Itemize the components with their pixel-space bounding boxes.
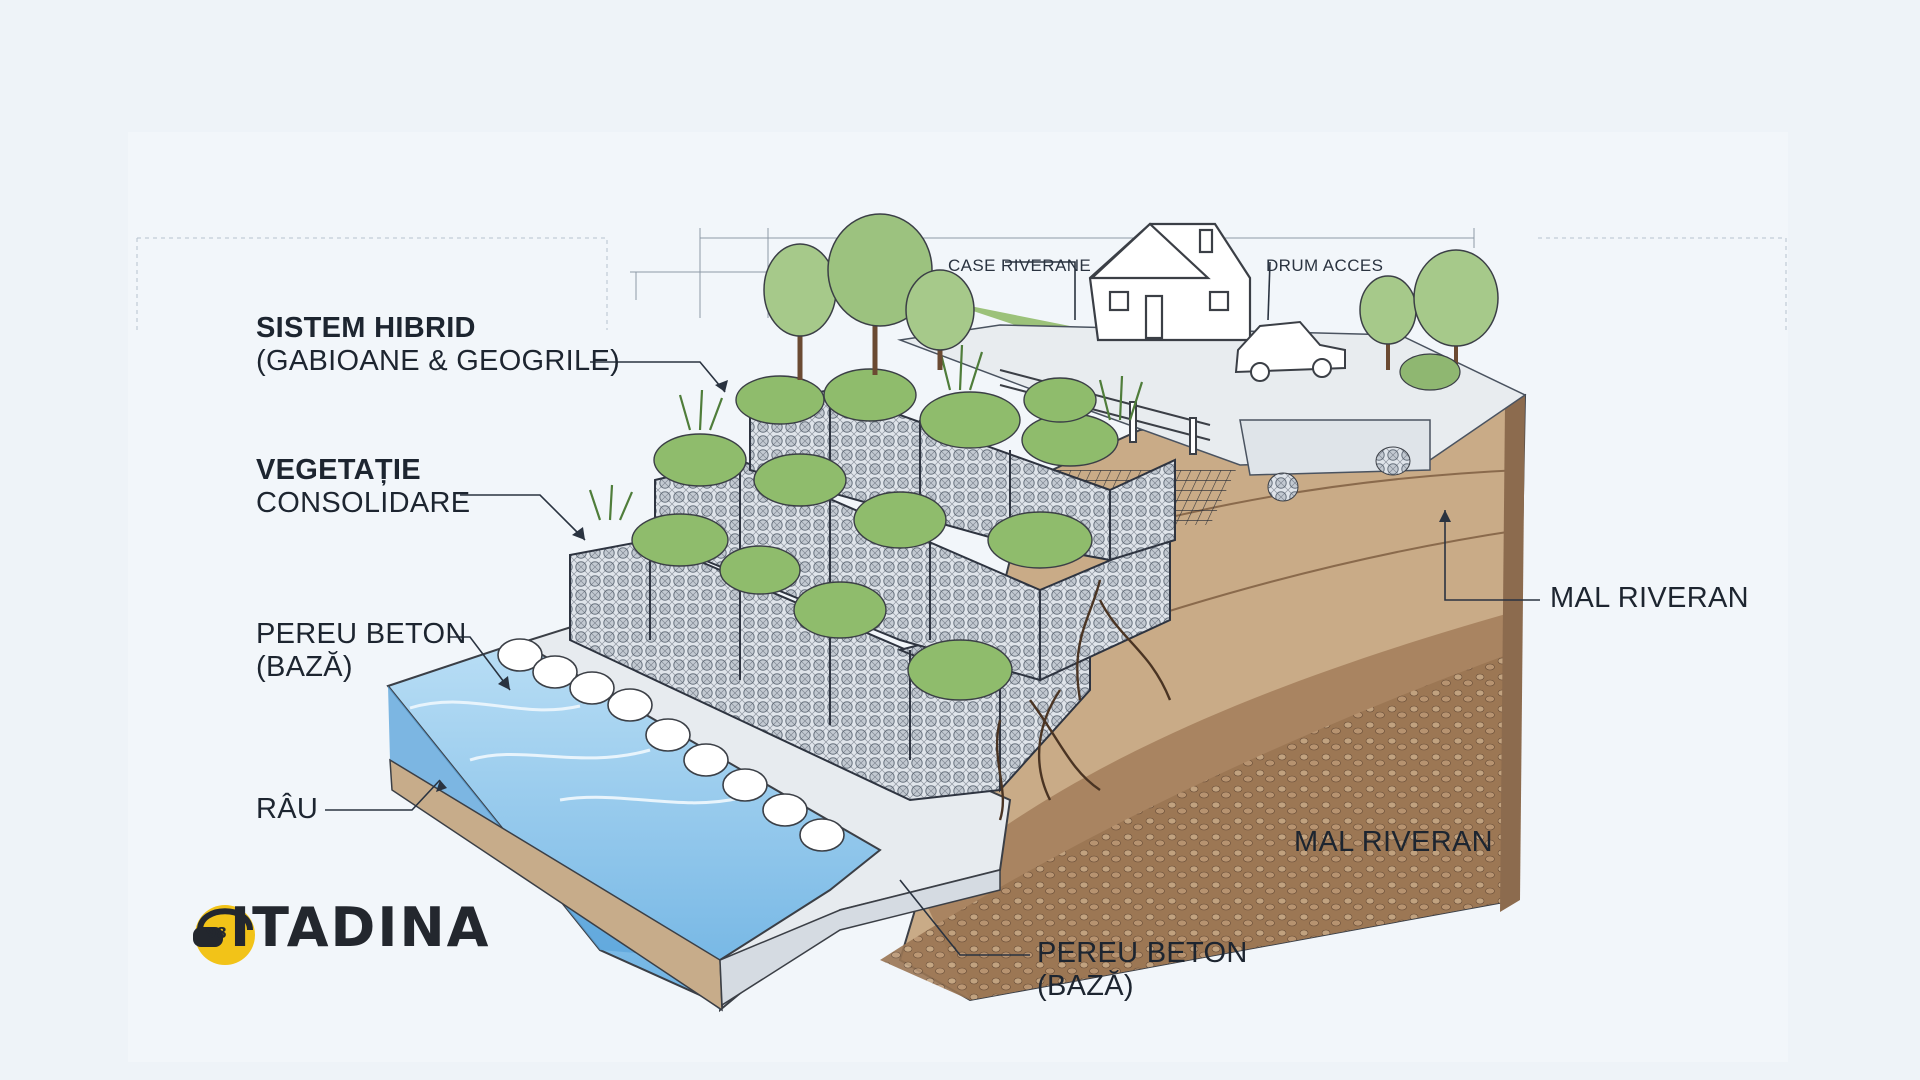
callout-arrows — [436, 380, 1451, 792]
wall-left-line1: PEREU BETON — [256, 618, 467, 650]
bank-right-text: MAL RIVERAN — [1550, 582, 1749, 614]
gabion-under-road-1 — [1267, 472, 1299, 502]
callout-lines — [325, 261, 1540, 956]
car — [1234, 320, 1346, 382]
label-concrete-wall-left: PEREU BETON (BAZĂ) — [256, 618, 467, 684]
base-slab-front — [719, 869, 1001, 1007]
logo-badge-number: 98 — [206, 924, 227, 942]
logo-badge — [193, 905, 255, 965]
roots — [995, 579, 1172, 821]
vegetation-title: VEGETAȚIE — [256, 454, 421, 486]
river-text: RÂU — [256, 793, 319, 825]
label-river: RÂU — [256, 793, 318, 826]
vegetation-subtitle: CONSOLIDARE — [256, 487, 471, 519]
label-bank-right: MAL RIVERAN — [1550, 582, 1749, 615]
vegetation — [631, 368, 1119, 701]
guide-lines — [136, 237, 1787, 330]
house — [1088, 222, 1252, 342]
grass-blades — [588, 344, 1144, 521]
riprap-boulders — [497, 638, 845, 852]
wall-bottom-line2: (BAZĂ) — [1037, 970, 1134, 1002]
label-concrete-wall-bottom: PEREU BETON (BAZĂ) — [1037, 937, 1248, 1003]
hybrid-title: SISTEM HIBRID — [256, 312, 476, 344]
label-hybrid-system: SISTEM HIBRID (GABIOANE & GEOGRILE) — [256, 312, 620, 378]
logo-wordmark: ITADINA — [230, 896, 491, 959]
bank-bottom-text: MAL RIVERAN — [1294, 826, 1493, 858]
label-houses: CASE RIVERANE — [948, 256, 1092, 275]
gabion-under-road-2 — [1375, 446, 1411, 476]
wall-left-line2: (BAZĂ) — [256, 651, 353, 683]
label-road: DRUM ACCES — [1266, 256, 1384, 275]
trees-right — [1359, 249, 1499, 391]
label-bank-bottom: MAL RIVERAN — [1294, 826, 1493, 859]
soil-layer-pebbles — [880, 650, 1520, 1000]
water-waves — [409, 700, 741, 805]
soil-right-face — [1500, 395, 1525, 912]
wall-bottom-line1: PEREU BETON — [1037, 937, 1248, 969]
riverbed — [389, 758, 723, 1012]
hybrid-subtitle: (GABIOANE & GEOGRILE) — [256, 345, 621, 377]
trees-slope — [763, 213, 975, 380]
label-vegetation: VEGETAȚIE CONSOLIDARE — [256, 454, 470, 520]
